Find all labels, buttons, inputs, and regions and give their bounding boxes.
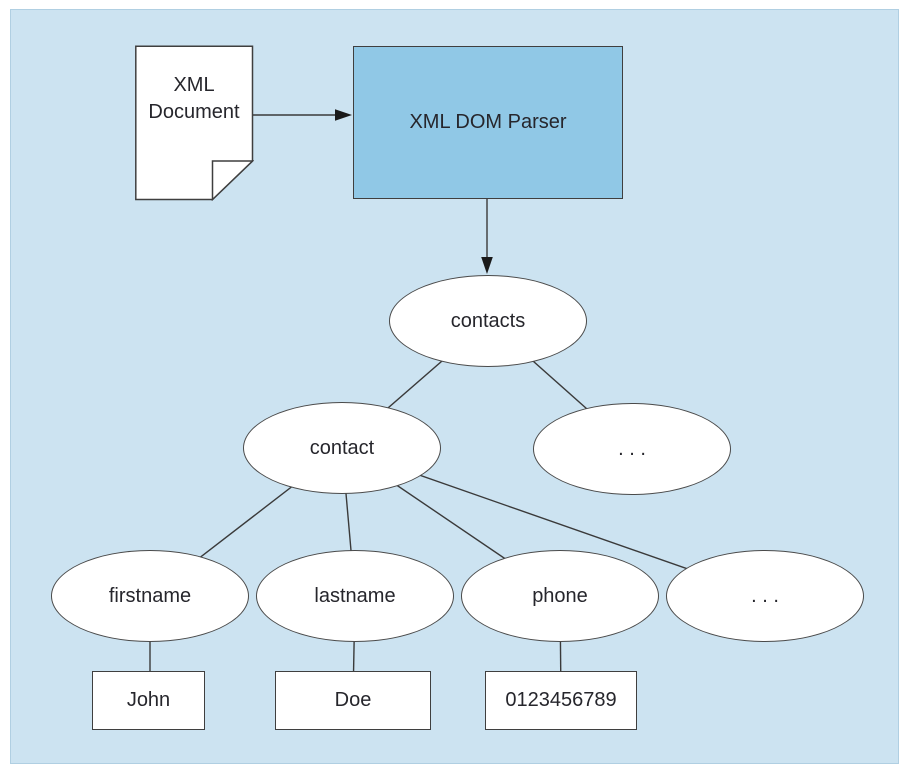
value-firstname: John [126,689,171,711]
node-ellipsis-level3: . . . [666,550,864,642]
value-box-lastname: Doe [275,671,431,730]
node-firstname: firstname [51,550,249,642]
arrowhead-down-icon [481,257,493,274]
node-firstname-label: firstname [108,584,192,607]
node-ellipsis-level2-label: . . . [618,437,646,460]
node-contact-label: contact [309,436,375,459]
value-phone: 0123456789 [505,689,617,711]
arrowhead-right-icon [335,109,352,121]
document-label-line1: XML [173,74,215,96]
node-contact: contact [243,402,441,494]
node-lastname-label: lastname [314,584,396,607]
node-contacts: contacts [389,275,587,367]
node-contacts-label: contacts [450,309,526,332]
node-ellipsis-level2: . . . [533,403,731,495]
document-label: XML Document [135,72,253,126]
node-phone-label: phone [532,584,588,607]
value-lastname: Doe [334,689,372,711]
xml-document-icon: XML Document [135,45,255,202]
document-label-line2: Document [148,101,240,123]
xml-dom-parser-box: XML DOM Parser [353,46,623,199]
node-phone: phone [461,550,659,642]
node-lastname: lastname [256,550,454,642]
parser-label: XML DOM Parser [409,111,567,133]
document-shape-icon [135,45,255,202]
value-box-firstname: John [92,671,205,730]
node-ellipsis-level3-label: . . . [751,584,779,607]
value-box-phone: 0123456789 [485,671,637,730]
